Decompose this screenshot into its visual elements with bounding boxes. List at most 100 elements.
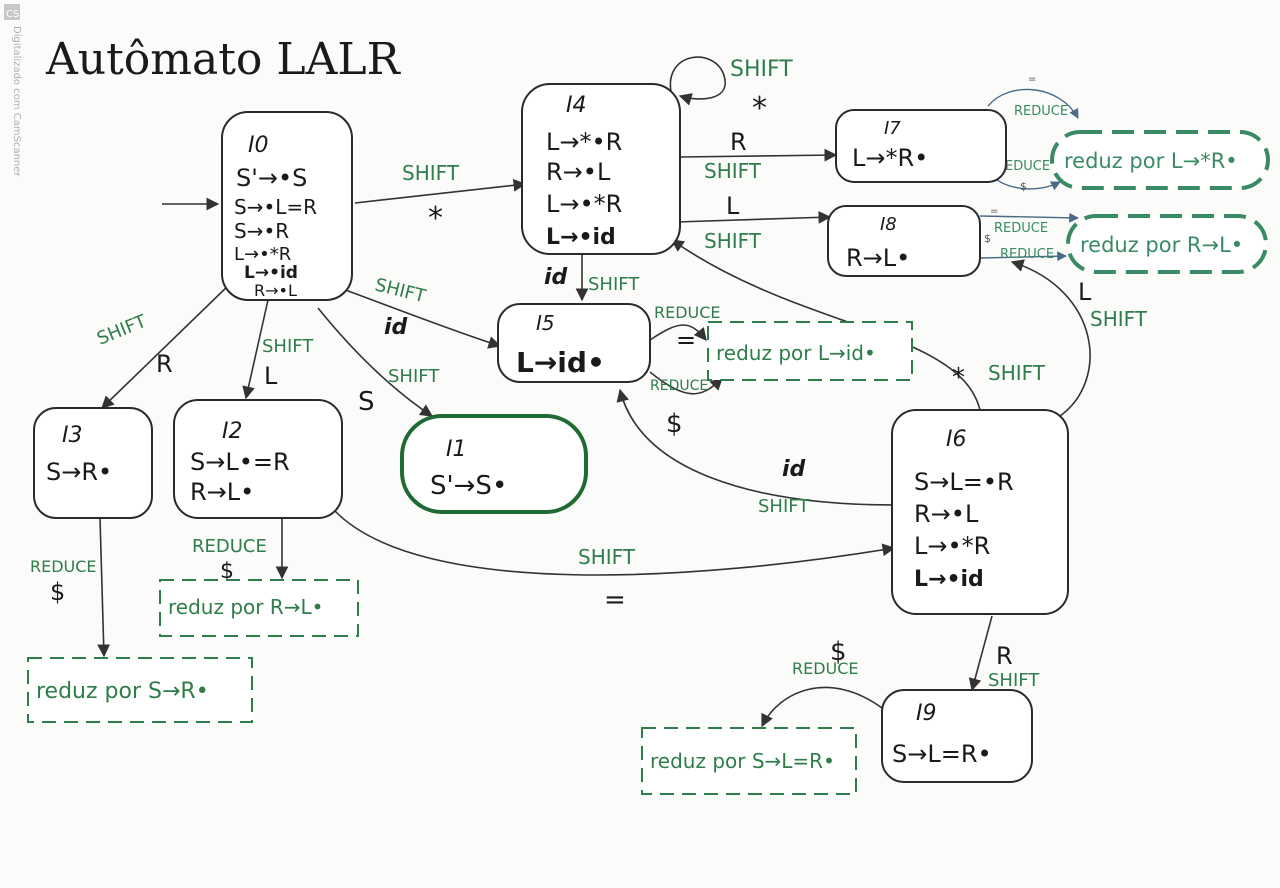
state-I3-label: I3	[62, 423, 83, 448]
label-dollar-I8: $	[984, 232, 991, 245]
state-I0-item-4: L→•id	[244, 263, 298, 283]
state-I3-item-0: S→R•	[46, 458, 112, 486]
reduce-box-I9-text: reduz por S→L=R•	[650, 749, 835, 773]
label-shift-I0-I3: SHIFT	[94, 311, 150, 350]
state-I8-box	[827, 205, 981, 277]
state-I2: I2 S→L•=R R→L•	[173, 399, 343, 519]
state-I9-box	[881, 689, 1033, 783]
state-I4: I4 L→*•R R→•L L→•*R L→•id	[521, 83, 681, 255]
label-shift-I4-I8: SHIFT	[704, 229, 762, 253]
state-I0-item-2: S→•R	[234, 219, 289, 243]
label-dollar-I3: $	[50, 578, 65, 606]
label-reduce-I8-eq: REDUCE	[994, 221, 1048, 236]
label-reduce-I2: REDUCE	[192, 536, 267, 557]
edge-I3-reduce	[97, 517, 111, 658]
label-dollar-I9: $	[830, 637, 847, 667]
state-I4-item-1: R→•L	[546, 158, 611, 186]
label-shift-I4-I7: SHIFT	[704, 159, 762, 183]
state-I1-label: I1	[446, 437, 467, 462]
state-I6-label: I6	[946, 427, 967, 452]
label-dollar-I2: $	[220, 559, 234, 584]
state-I2-box	[173, 399, 343, 519]
watermark-text: Digitalizado com CamScanner	[11, 26, 22, 177]
reduce-box-I7-frame	[1050, 130, 1270, 190]
label-L-I0-I2: L	[264, 362, 278, 390]
reduce-box-I2: reduz por R→L•	[159, 579, 359, 637]
state-I0-item-0: S'→•S	[236, 164, 307, 192]
label-shift-I4-I5: SHIFT	[588, 274, 640, 295]
reduce-box-I3-text: reduz por S→R•	[36, 679, 209, 704]
state-I4-item-0: L→*•R	[546, 128, 622, 156]
label-S-I0-I1: S	[358, 387, 375, 417]
label-shift-I6-I8: SHIFT	[1090, 307, 1148, 331]
edge-I7-reduce-eq	[987, 88, 1079, 119]
edge-I6-I8	[1010, 259, 1091, 417]
watermark: CS Digitalizado com CamScanner	[4, 4, 22, 177]
reduce-box-I3-frame	[27, 657, 253, 723]
label-id-I6-I5: id	[782, 457, 806, 482]
label-reduce-I9: REDUCE	[792, 659, 859, 678]
reduce-box-I7: reduz por L→*R•	[1050, 130, 1270, 190]
reduce-box-I8: reduz por R→L•	[1066, 214, 1268, 274]
edge-I0-I1	[317, 307, 434, 417]
state-I7: I7 L→*R•	[835, 109, 1007, 183]
label-R-I6-I9: R	[996, 642, 1013, 670]
label-eq-I5: =	[676, 326, 696, 354]
edge-I8-reduce-dollar	[979, 251, 1067, 262]
state-I1[interactable]: I1 S'→S•	[400, 414, 588, 514]
edge-I4-I8	[675, 210, 832, 224]
label-eq-I8: =	[990, 206, 998, 217]
reduce-box-I9: reduz por S→L=R•	[641, 727, 857, 795]
reduce-box-I5: reduz por L→id•	[707, 321, 913, 381]
state-I0-item-3: L→•*R	[234, 244, 291, 265]
edge-I0-I2	[242, 299, 269, 400]
edge-I0-I5	[339, 287, 502, 349]
state-I6: I6 S→L=•R R→•L L→•*R L→•id	[891, 409, 1069, 615]
label-star-I6-I4: *	[952, 363, 965, 393]
state-I5: I5 L→id•	[497, 303, 651, 383]
reduce-box-I5-text: reduz por L→id•	[716, 341, 876, 365]
edge-I4-loop	[669, 56, 726, 106]
label-L-I6-I8: L	[1078, 278, 1092, 306]
edge-I2-I6	[333, 509, 896, 576]
edge-I5-reduce-eq	[649, 324, 707, 341]
label-shift-I0-I4: SHIFT	[402, 161, 460, 185]
state-I8-label: I8	[880, 214, 897, 235]
state-I3: I3 S→R•	[33, 407, 153, 519]
label-reduce-I3: REDUCE	[30, 557, 97, 576]
reduce-box-I2-text: reduz por R→L•	[168, 595, 323, 619]
state-I7-box	[835, 109, 1007, 183]
label-R-I4-I7: R	[730, 128, 747, 156]
label-star-I0-I4: *	[428, 201, 443, 236]
state-I5-label: I5	[536, 311, 555, 335]
label-shift-I0-I2: SHIFT	[262, 336, 314, 357]
label-R-I0-I3: R	[156, 350, 173, 378]
state-I6-item-2: L→•*R	[914, 532, 990, 560]
state-I2-item-0: S→L•=R	[190, 448, 290, 476]
label-shift-I4-loop: SHIFT	[730, 57, 793, 82]
state-I0-label: I0	[248, 133, 269, 158]
label-eq-I7: =	[1028, 74, 1036, 85]
reduce-box-I5-frame	[707, 321, 913, 381]
label-dollar-I7: $	[1020, 180, 1027, 193]
state-I4-item-3: L→•id	[546, 225, 616, 250]
state-I1-item-0: S'→S•	[430, 471, 507, 501]
state-I1-accept-box	[400, 414, 588, 514]
edge-I6-I9	[968, 615, 993, 692]
state-I7-label: I7	[884, 118, 901, 139]
label-eq-I2-I6: =	[604, 585, 626, 615]
label-id-I4-I5: id	[544, 265, 568, 290]
reduce-box-I8-text: reduz por R→L•	[1080, 233, 1243, 257]
reduce-box-I3: reduz por S→R•	[27, 657, 253, 723]
state-I6-item-1: R→•L	[914, 500, 979, 528]
edge-I9-reduce	[761, 686, 883, 728]
state-I9-item-0: S→L=R•	[892, 740, 992, 768]
state-I6-box	[891, 409, 1069, 615]
label-shift-I0-I1: SHIFT	[388, 366, 440, 387]
watermark-badge: CS	[6, 9, 19, 20]
label-shift-I2-I6: SHIFT	[578, 545, 636, 569]
label-shift-I6-I5: SHIFT	[758, 496, 810, 517]
state-I4-item-2: L→•*R	[546, 190, 622, 218]
label-dollar-I5: $	[666, 409, 683, 439]
